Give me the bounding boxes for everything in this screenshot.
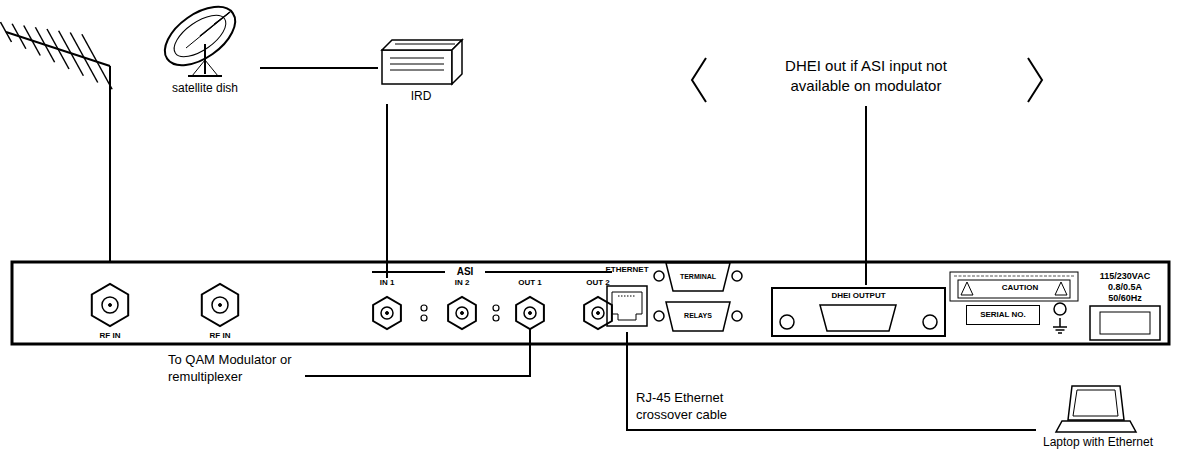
- cable-line: [627, 332, 1036, 430]
- connector-label-box: IRD: [378, 36, 464, 104]
- callout-note: To QAM Modulator or remultiplexer: [168, 352, 294, 386]
- callout-bracket: [1028, 58, 1042, 102]
- cable-line: [386, 104, 388, 278]
- panel-plate: SERIAL NO.: [966, 305, 1040, 325]
- asi-group-bar: [372, 271, 612, 273]
- node-text: TERMINAL: [680, 273, 716, 281]
- node-text: IN 2: [455, 278, 470, 287]
- connector-label-box: OUT 2: [576, 278, 620, 330]
- panel-marking: 115/230VAC: [1084, 271, 1166, 281]
- antenna-cable: [109, 66, 111, 285]
- qam-cable: [305, 329, 530, 376]
- node-text: IN 1: [380, 278, 395, 287]
- ground-terminal: [1053, 303, 1067, 333]
- node-text: Laptop with Ethernet: [1043, 436, 1153, 450]
- connector-label-box: IN 2: [440, 278, 484, 330]
- connector-label-box: RELAYS: [672, 310, 724, 322]
- ird-box-symbol: [382, 40, 462, 84]
- connector-label-box: OUT 1: [508, 278, 552, 330]
- node-text: OUT 2: [586, 278, 610, 287]
- rear-panel: [12, 262, 1169, 344]
- bnc-connectors: [92, 284, 612, 329]
- node-text: OUT 1: [518, 278, 542, 287]
- node-text: ETHERNET: [605, 265, 648, 274]
- caution-sticker: [950, 272, 1078, 301]
- connector-label-box: RF IN: [198, 329, 242, 343]
- connector-label-box: satellite dish: [150, 2, 260, 96]
- node-text: SERIAL NO.: [980, 310, 1026, 319]
- antenna-symbol: [1, 22, 113, 89]
- db9-connectors: [654, 263, 742, 331]
- group-label: ASI: [445, 265, 485, 278]
- connector-label-box: TERMINAL: [672, 271, 724, 283]
- dhei-leader-line: [865, 106, 867, 285]
- node-text: DHEI OUTPUT: [831, 291, 885, 300]
- node-text: RF IN: [210, 331, 231, 340]
- connector-label-box: RF IN: [88, 329, 132, 343]
- panel-marking: CAUTION: [990, 283, 1050, 292]
- panel-plate: DHEI OUTPUT: [771, 287, 946, 337]
- callout-bracket: [692, 58, 706, 102]
- satellite-dish-symbol: [155, 0, 246, 77]
- node-text: RELAYS: [684, 312, 712, 320]
- status-leds: [421, 305, 499, 321]
- connector-label-box: Laptop with Ethernet: [1036, 380, 1160, 450]
- panel-marking: 50/60Hz: [1084, 293, 1166, 303]
- connector-label-box: ETHERNET: [598, 265, 656, 332]
- callout-note: DHEI out if ASI input not available on m…: [761, 56, 971, 95]
- node-text: IRD: [411, 90, 432, 104]
- dhei-db-connector: [780, 305, 937, 331]
- power-inlet: [1090, 306, 1160, 340]
- connector-label-box: IN 1: [365, 278, 409, 330]
- node-text: satellite dish: [172, 82, 238, 96]
- cable-line: [260, 67, 378, 69]
- rj45-port: [607, 286, 647, 326]
- panel-marking: 0.8/0.5A: [1084, 282, 1166, 292]
- node-text: RF IN: [100, 331, 121, 340]
- laptop-symbol: [1056, 386, 1136, 432]
- cable-label: RJ-45 Ethernet crossover cable: [636, 390, 740, 424]
